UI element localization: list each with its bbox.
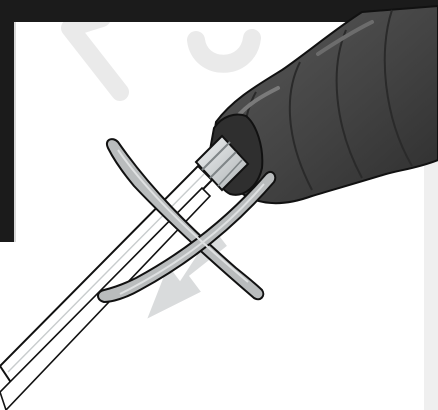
left-bar-edge — [14, 22, 16, 242]
left-bar — [0, 22, 14, 242]
